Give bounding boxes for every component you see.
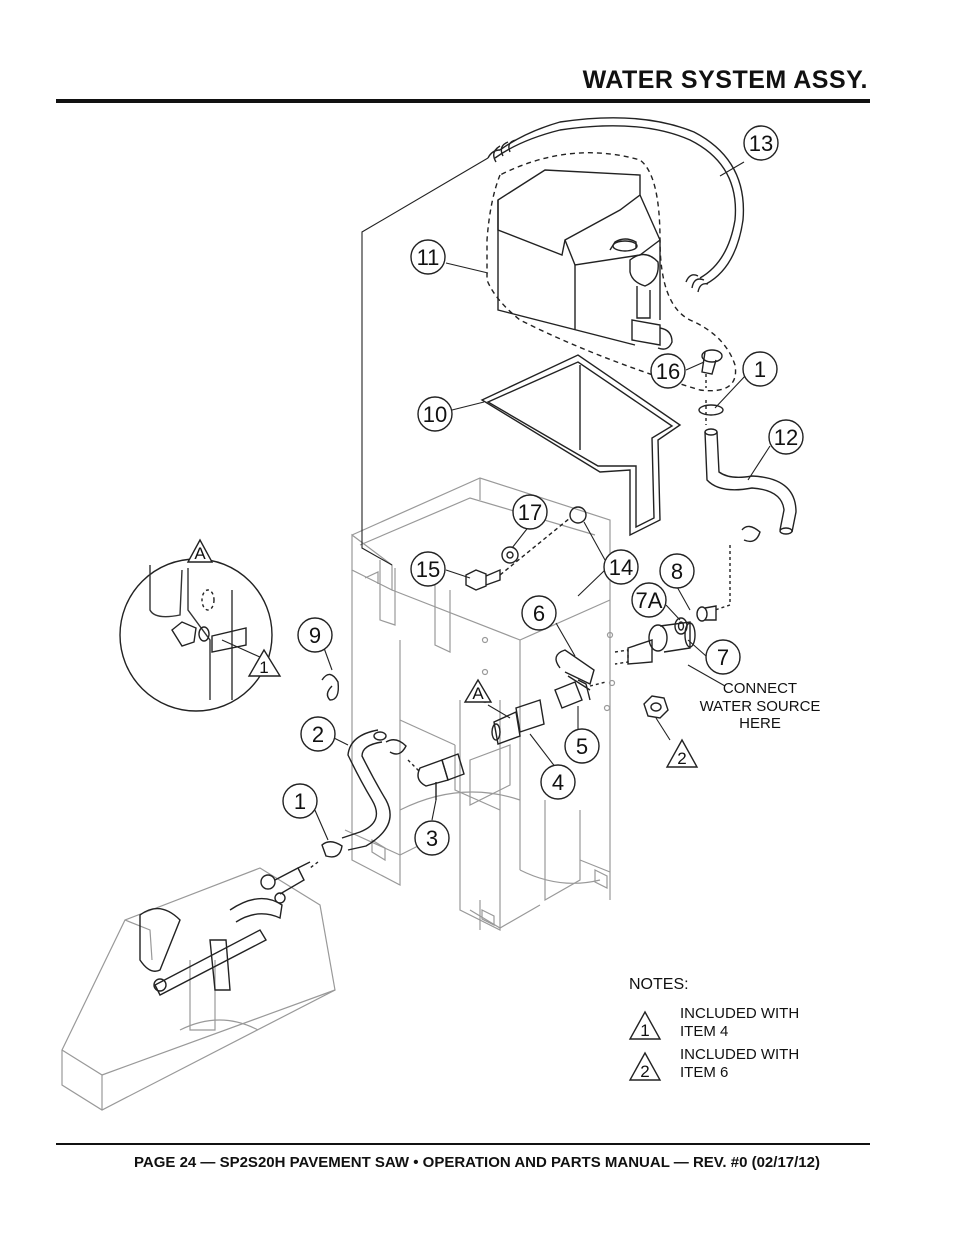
note-2-marker: 2 (640, 1062, 649, 1081)
note-2-line-1: INCLUDED WITH (680, 1046, 799, 1063)
callout-13: 13 (749, 131, 773, 156)
annotation-line-1: CONNECT (723, 680, 797, 697)
nut (643, 695, 669, 719)
saw-frame (344, 477, 616, 931)
drain-hose (341, 729, 407, 851)
blade-guard (61, 867, 336, 1111)
callout-5: 5 (576, 734, 588, 759)
drain-valve (698, 349, 724, 425)
note-triangles (186, 538, 699, 1081)
hose-clamp (309, 841, 343, 869)
annotation-line-2: WATER SOURCE (700, 698, 821, 715)
water-tank (486, 152, 737, 392)
note-1-line-2: ITEM 4 (680, 1023, 728, 1040)
callout-16: 16 (656, 359, 680, 384)
callout-6: 6 (533, 601, 545, 626)
callout-14: 14 (609, 555, 633, 580)
marker-fitting-a: A (472, 684, 484, 703)
bolt-assembly (465, 506, 587, 591)
marker-detail-a: A (194, 544, 206, 563)
detail-a-view (119, 558, 273, 712)
inlet-fittings (614, 605, 717, 665)
leader-lines (221, 157, 771, 841)
feed-hose (704, 428, 797, 611)
callout-15: 15 (416, 557, 440, 582)
tee-fittings (407, 681, 583, 800)
notes-title: NOTES: (629, 976, 689, 993)
marker-nut-2: 2 (677, 749, 686, 768)
callout-7a: 7A (636, 588, 663, 613)
header-rule (56, 99, 870, 103)
note-1-line-1: INCLUDED WITH (680, 1005, 799, 1022)
callout-17: 17 (518, 500, 542, 525)
blade-guard-hardware (139, 861, 311, 996)
elbow-fitting-6 (555, 649, 607, 701)
callout-7: 7 (717, 645, 729, 670)
page-footer: PAGE 24 — SP2S20H PAVEMENT SAW • OPERATI… (134, 1154, 820, 1171)
callout-10: 10 (423, 402, 447, 427)
note-2-line-2: ITEM 6 (680, 1064, 728, 1081)
marker-detail-1: 1 (259, 658, 268, 677)
callout-12: 12 (774, 425, 798, 450)
callout-3: 3 (426, 826, 438, 851)
annotation-line-3: HERE (739, 715, 781, 732)
callout-9: 9 (309, 623, 321, 648)
notes-block: NOTES: 1 INCLUDED WITH ITEM 4 2 INCLUDED… (629, 976, 799, 1081)
note-1-marker: 1 (640, 1021, 649, 1040)
strainer-frame (480, 354, 682, 537)
callout-1-low: 1 (294, 789, 306, 814)
callout-11: 11 (417, 245, 440, 270)
tank-hose (487, 117, 745, 293)
callout-circles (282, 125, 804, 856)
footer-rule (56, 1143, 870, 1145)
callout-4: 4 (552, 770, 564, 795)
hairpin (321, 673, 340, 701)
callout-labels: 13 11 16 1 10 12 17 15 14 8 7A 6 7 9 2 5… (194, 131, 820, 851)
callout-2: 2 (312, 722, 324, 747)
callout-8: 8 (671, 559, 683, 584)
page-title: WATER SYSTEM ASSY. (582, 66, 868, 94)
callout-1-top: 1 (754, 357, 766, 382)
